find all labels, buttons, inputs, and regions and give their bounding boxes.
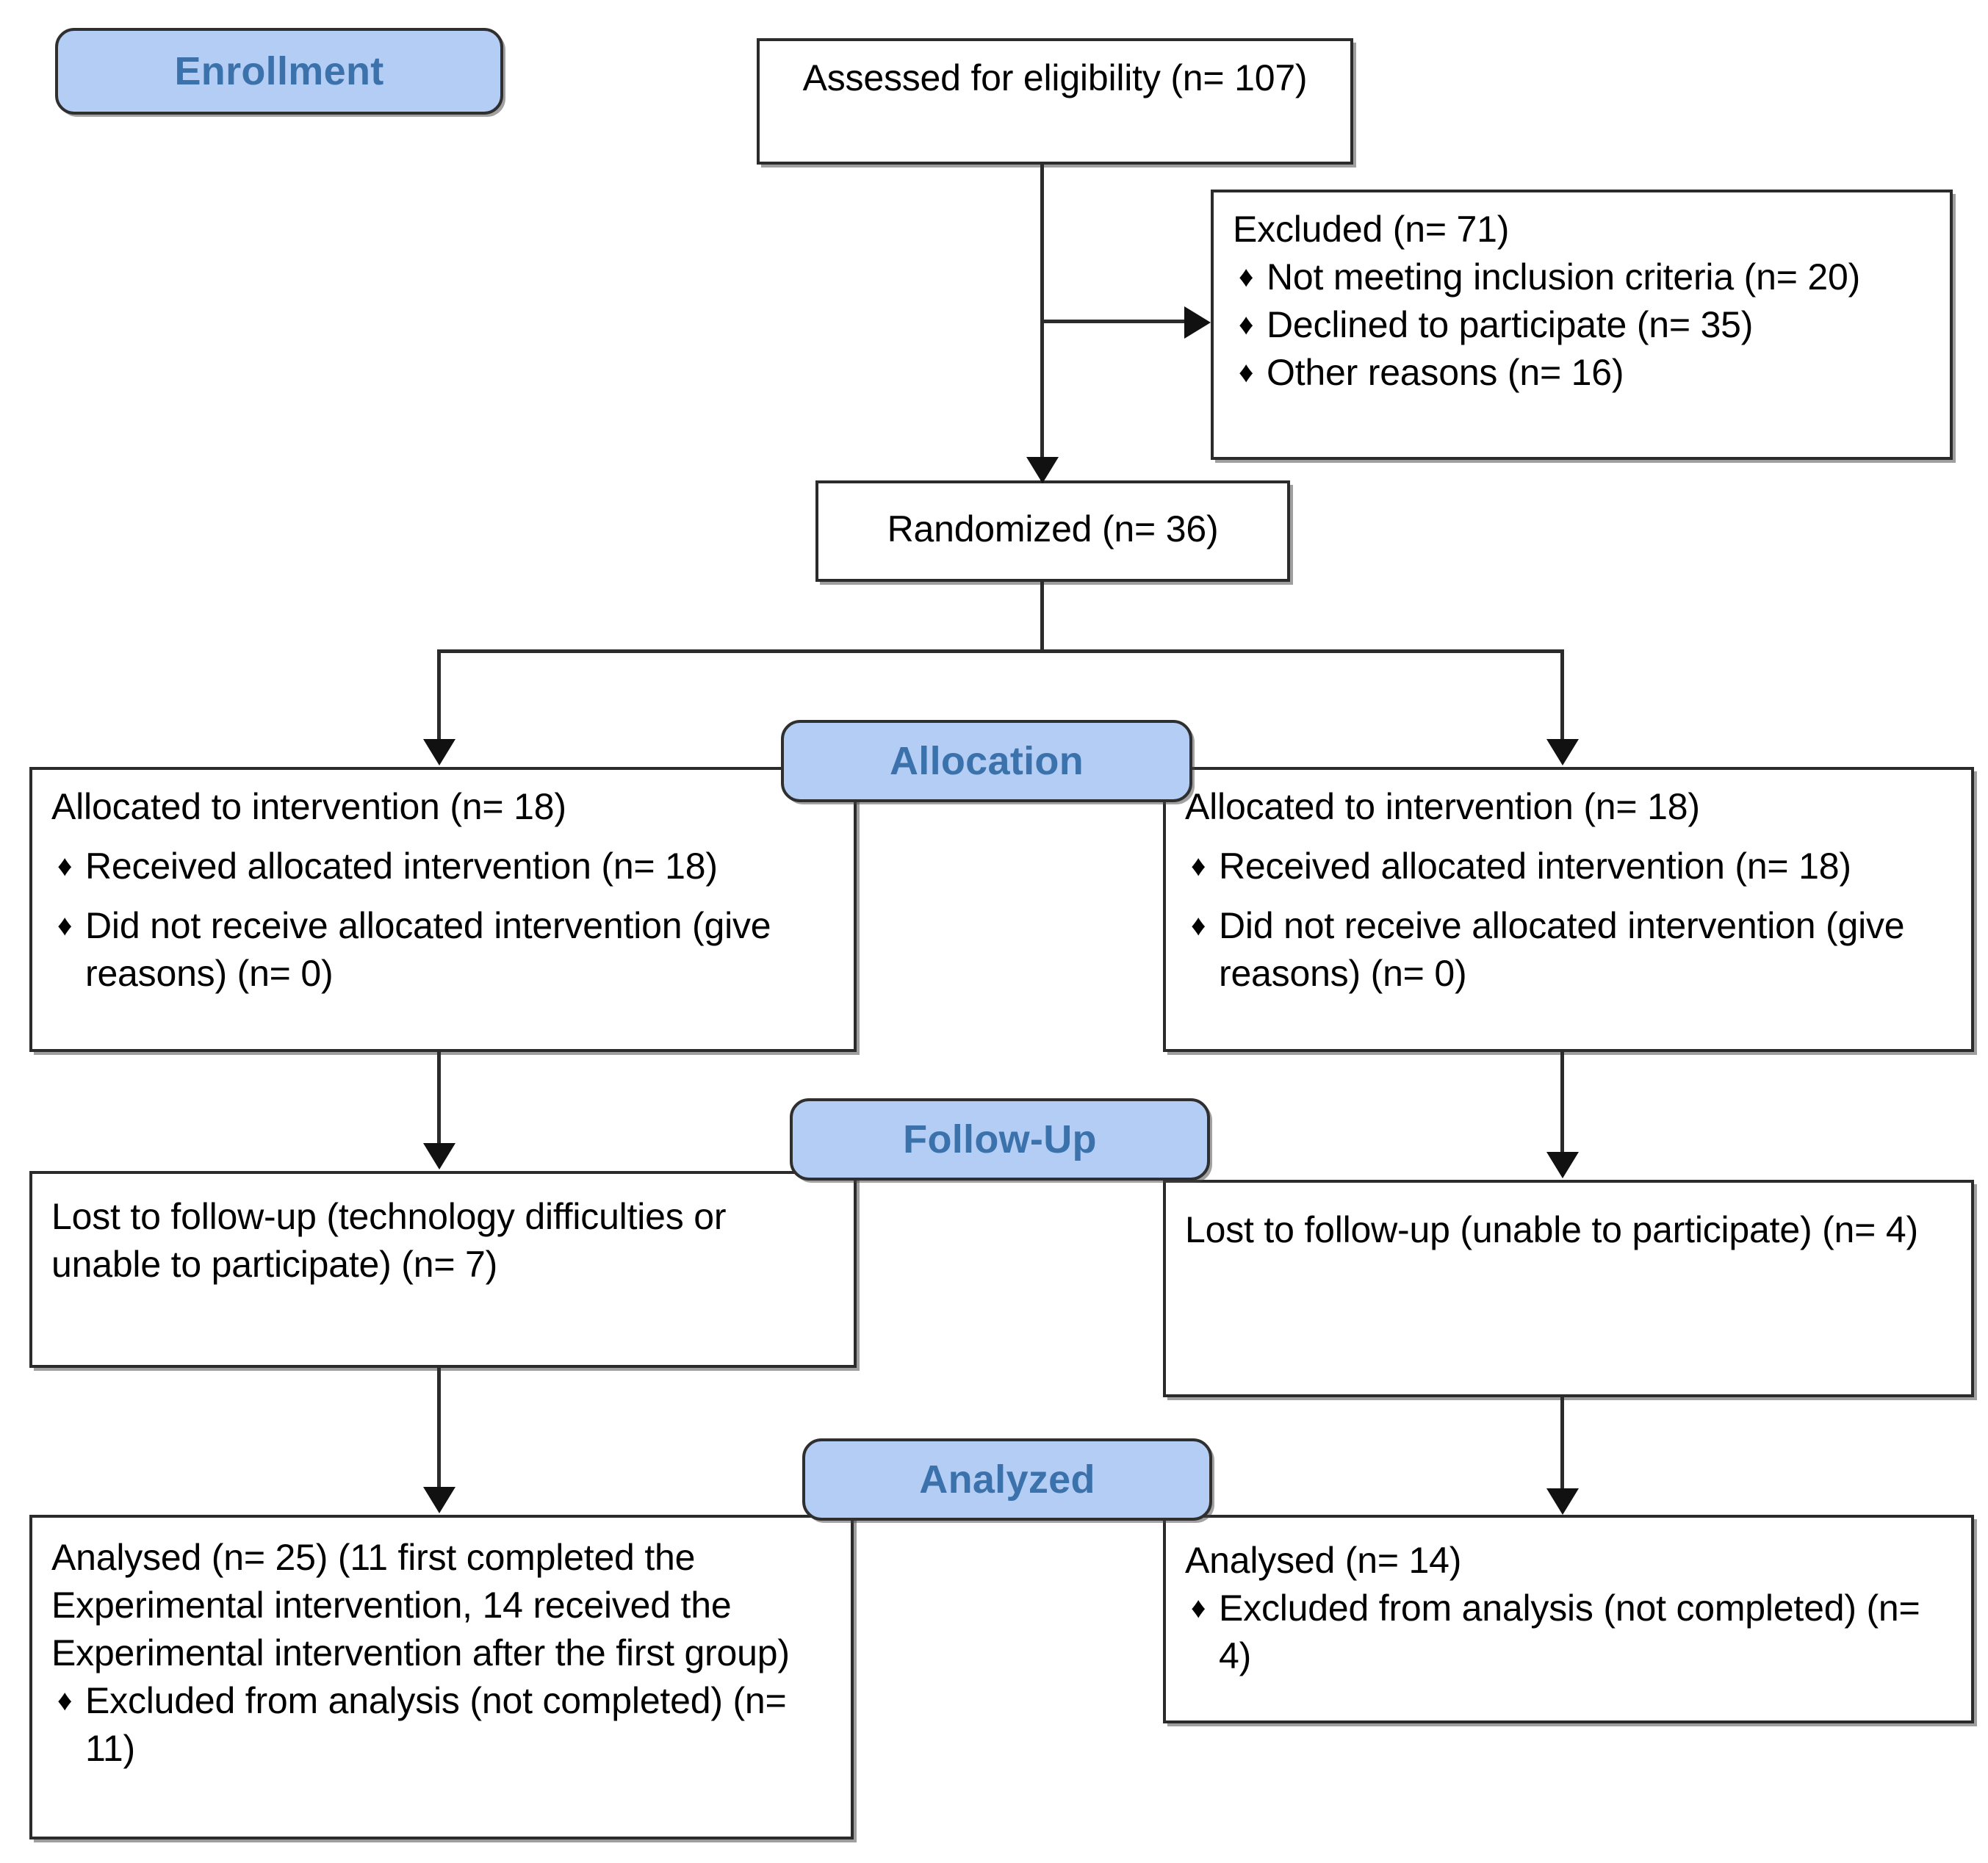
allocated-right-bullet-1-text: Received allocated intervention (n= 18) [1219, 846, 1851, 887]
node-followup-right-text: Lost to follow-up (unable to participate… [1185, 1206, 1958, 1254]
analysed-right-heading: Analysed (n= 14) [1185, 1540, 1462, 1581]
excluded-heading: Excluded (n= 71) [1233, 209, 1510, 250]
connector-alloc-to-followup-right [1560, 1051, 1564, 1153]
node-analysed-right: Analysed (n= 14) ♦ Excluded from analysis… [1163, 1515, 1974, 1723]
excluded-bullet-1: ♦ Not meeting inclusion criteria (n= 20) [1233, 253, 1937, 301]
node-followup-right: Lost to follow-up (unable to participate… [1163, 1180, 1974, 1397]
connector-split-right [1560, 649, 1564, 740]
excluded-bullet-3-text: Other reasons (n= 16) [1267, 352, 1624, 393]
connector-randomized-down [1040, 580, 1044, 652]
stage-badge-analyzed-label: Analyzed [919, 1457, 1095, 1502]
node-allocated-right: Allocated to intervention (n= 18) ♦ Recei… [1163, 767, 1974, 1052]
allocated-right-bullet-2-text: Did not receive allocated intervention (… [1219, 905, 1905, 994]
node-excluded-text: Excluded (n= 71) ♦ Not meeting inclusion … [1233, 206, 1937, 397]
allocated-left-bullet-2-text: Did not receive allocated intervention (… [85, 905, 771, 994]
connector-split-left [437, 649, 441, 740]
bullet-diamond-icon: ♦ [1191, 909, 1206, 942]
stage-badge-analyzed: Analyzed [802, 1438, 1212, 1521]
node-randomized-text: Randomized (n= 36) [818, 505, 1287, 553]
connector-followup-to-analysed-right [1560, 1396, 1564, 1490]
stage-badge-followup-label: Follow-Up [903, 1117, 1097, 1161]
connector-followup-to-analysed-left [437, 1368, 441, 1488]
node-analysed-right-text: Analysed (n= 14) ♦ Excluded from analysis… [1185, 1537, 1958, 1680]
excluded-bullet-3: ♦ Other reasons (n= 16) [1233, 349, 1937, 397]
connector-to-excluded [1040, 320, 1193, 323]
connector-allocation-split-bar [437, 649, 1564, 653]
connector-alloc-to-followup-left [437, 1051, 441, 1145]
arrowhead-followup-to-analysed-left [423, 1487, 455, 1513]
followup-left-line: Lost to follow-up (technology difficulti… [51, 1196, 727, 1285]
bullet-diamond-icon: ♦ [57, 909, 73, 942]
analysed-left-bullet-1-text: Excluded from analysis (not completed) (… [85, 1680, 787, 1769]
stage-badge-allocation-label: Allocation [889, 739, 1084, 783]
allocated-left-heading: Allocated to intervention (n= 18) [51, 786, 566, 827]
node-followup-left: Lost to follow-up (technology difficulti… [29, 1171, 857, 1368]
node-randomized: Randomized (n= 36) [815, 480, 1290, 582]
arrowhead-alloc-to-followup-right [1546, 1152, 1579, 1178]
bullet-diamond-icon: ♦ [57, 850, 73, 882]
arrowhead-to-excluded [1184, 306, 1211, 339]
bullet-diamond-icon: ♦ [1239, 261, 1254, 293]
node-excluded: Excluded (n= 71) ♦ Not meeting inclusion … [1211, 190, 1953, 460]
allocated-left-bullet-2: ♦ Did not receive allocated intervention … [51, 902, 840, 998]
excluded-bullet-2: ♦ Declined to participate (n= 35) [1233, 301, 1937, 349]
bullet-diamond-icon: ♦ [1191, 850, 1206, 882]
analysed-right-bullet-1: ♦ Excluded from analysis (not completed) … [1185, 1585, 1958, 1680]
assessed-line: Assessed for eligibility (n= 107) [802, 57, 1308, 98]
bullet-diamond-icon: ♦ [1239, 309, 1254, 341]
allocated-left-bullet-1: ♦ Received allocated intervention (n= 18) [51, 843, 840, 890]
arrowhead-assessed-to-randomized [1026, 457, 1059, 483]
stage-badge-followup: Follow-Up [790, 1098, 1210, 1181]
stage-badge-enrollment: Enrollment [55, 28, 503, 115]
node-allocated-right-text: Allocated to intervention (n= 18) ♦ Recei… [1185, 783, 1958, 998]
node-allocated-left: Allocated to intervention (n= 18) ♦ Recei… [29, 767, 857, 1052]
node-followup-left-text: Lost to follow-up (technology difficulti… [51, 1193, 840, 1289]
excluded-bullet-1-text: Not meeting inclusion criteria (n= 20) [1267, 256, 1861, 298]
analysed-left-bullet-1: ♦ Excluded from analysis (not completed) … [51, 1677, 838, 1773]
randomized-line: Randomized (n= 36) [887, 508, 1219, 549]
node-analysed-left-text: Analysed (n= 25) (11 first completed the… [51, 1534, 838, 1773]
analysed-left-heading: Analysed (n= 25) (11 first completed the… [51, 1537, 790, 1673]
arrowhead-split-left [423, 739, 455, 765]
stage-badge-enrollment-label: Enrollment [174, 49, 384, 93]
arrowhead-followup-to-analysed-right [1546, 1488, 1579, 1515]
allocated-left-bullet-1-text: Received allocated intervention (n= 18) [85, 846, 718, 887]
node-analysed-left: Analysed (n= 25) (11 first completed the… [29, 1515, 854, 1839]
arrowhead-split-right [1546, 739, 1579, 765]
bullet-diamond-icon: ♦ [1239, 356, 1254, 389]
node-assessed-text: Assessed for eligibility (n= 107) [760, 54, 1350, 102]
bullet-diamond-icon: ♦ [57, 1684, 73, 1717]
allocated-right-bullet-1: ♦ Received allocated intervention (n= 18) [1185, 843, 1958, 890]
node-allocated-left-text: Allocated to intervention (n= 18) ♦ Recei… [51, 783, 840, 998]
analysed-right-bullet-1-text: Excluded from analysis (not completed) (… [1219, 1588, 1920, 1676]
allocated-right-heading: Allocated to intervention (n= 18) [1185, 786, 1700, 827]
connector-assessed-to-randomized [1040, 165, 1044, 482]
arrowhead-alloc-to-followup-left [423, 1143, 455, 1170]
node-assessed-for-eligibility: Assessed for eligibility (n= 107) [757, 38, 1353, 165]
excluded-bullet-2-text: Declined to participate (n= 35) [1267, 304, 1754, 345]
allocated-right-bullet-2: ♦ Did not receive allocated intervention … [1185, 902, 1958, 998]
followup-right-line: Lost to follow-up (unable to participate… [1185, 1209, 1918, 1250]
bullet-diamond-icon: ♦ [1191, 1592, 1206, 1624]
stage-badge-allocation: Allocation [781, 720, 1192, 802]
